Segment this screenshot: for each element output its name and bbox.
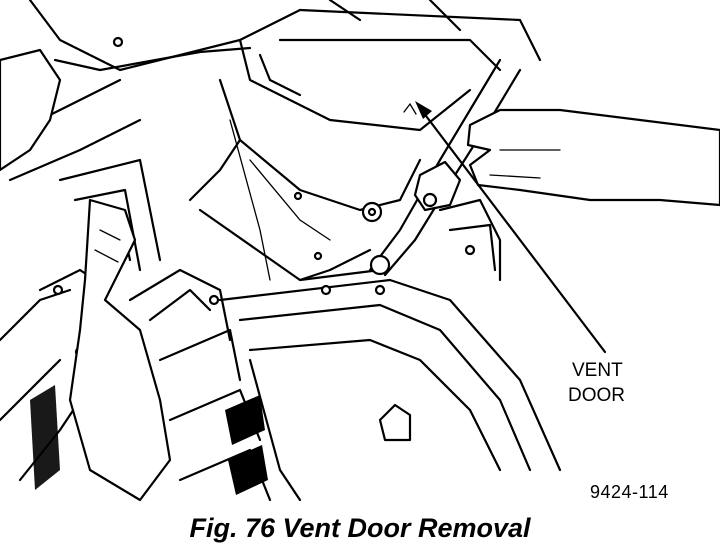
figure-id: 9424-114 <box>590 482 669 502</box>
callout-line-2: DOOR <box>568 385 625 406</box>
vent-door-blade <box>368 58 522 277</box>
lower-housing-frame <box>218 198 562 502</box>
technician-hand-left <box>0 48 172 502</box>
technician-hand-right <box>466 108 720 207</box>
callout-leader <box>403 101 607 354</box>
figure-caption: Fig. 76 Vent Door Removal <box>189 513 531 543</box>
vent-door-callout-label: VENT DOOR <box>568 360 625 406</box>
upper-housing-outline <box>0 0 542 182</box>
heater-housing-cavity <box>188 78 422 282</box>
callout-line-1: VENT <box>572 360 623 381</box>
